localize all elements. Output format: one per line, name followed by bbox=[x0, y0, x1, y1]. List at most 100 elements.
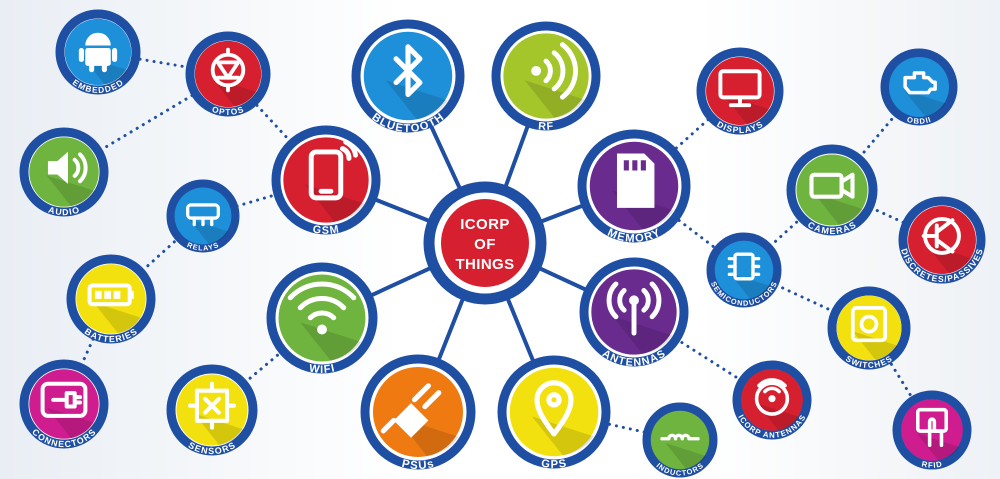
node-inductors[interactable]: INDUCTORS bbox=[642, 402, 718, 478]
node-embedded[interactable]: EMBEDDED bbox=[55, 9, 141, 95]
node-switches[interactable]: SWITCHES bbox=[827, 286, 911, 370]
node-icorp_antennas[interactable]: ICORP ANTENNAS bbox=[732, 360, 812, 440]
node-rf[interactable]: RF bbox=[491, 21, 601, 133]
hub-label-line-2: OF bbox=[474, 236, 496, 253]
optocoupler-icon bbox=[210, 47, 246, 93]
node-semiconductors[interactable]: SEMICONDUCTORS bbox=[706, 232, 782, 308]
node-discretes[interactable]: DISCRETES/PASSIVES bbox=[898, 196, 986, 284]
node-label-text: GPS bbox=[540, 458, 567, 471]
node-fill bbox=[194, 40, 262, 108]
node-label-text: AUDIO bbox=[47, 204, 80, 217]
node-label-text: RELAYS bbox=[186, 240, 220, 253]
node-label-rfid: RFID bbox=[921, 459, 943, 469]
node-audio[interactable]: AUDIO bbox=[19, 127, 109, 217]
power-plug-icon bbox=[380, 383, 442, 438]
node-fill bbox=[278, 274, 366, 362]
node-label-text: OBDII bbox=[906, 115, 932, 126]
wifi-icon bbox=[287, 281, 357, 335]
node-label-audio: AUDIO bbox=[47, 204, 81, 217]
node-label-sensors: SENSORS bbox=[187, 440, 238, 456]
link-memory-to-displays bbox=[632, 89, 742, 188]
transistor-icon bbox=[921, 216, 961, 255]
node-label-text: DISPLAYS bbox=[715, 119, 764, 135]
chip-icon bbox=[727, 252, 761, 281]
nodes-layer: EMBEDDED OPTOS AUDIO GSM RELAYS BATTERIES WIFI… bbox=[19, 9, 986, 478]
node-label-text: OPTOS bbox=[211, 104, 245, 117]
location-pin-icon bbox=[534, 380, 574, 437]
node-shadow bbox=[46, 175, 96, 207]
node-shadow bbox=[188, 218, 229, 244]
node-fill bbox=[29, 369, 99, 439]
switch-icon bbox=[850, 306, 888, 343]
node-shadow bbox=[852, 331, 899, 360]
node-bluetooth[interactable]: BLUETOOTH bbox=[351, 19, 465, 135]
memory-card-icon bbox=[616, 153, 655, 208]
node-fill bbox=[714, 240, 774, 300]
node-label-text: SENSORS bbox=[187, 440, 237, 456]
node-label-text: MEMORY bbox=[605, 227, 662, 245]
node-fill bbox=[76, 264, 146, 334]
hub-label-line-3: THINGS bbox=[455, 256, 514, 273]
node-sensors[interactable]: SENSORS bbox=[166, 364, 258, 456]
monitor-icon bbox=[718, 69, 762, 108]
mobile-phone-icon bbox=[308, 139, 358, 201]
android-icon bbox=[78, 32, 118, 73]
node-gps[interactable]: GPS bbox=[497, 355, 611, 471]
node-label-rf: RF bbox=[538, 120, 554, 133]
node-label-displays: DISPLAYS bbox=[715, 119, 764, 135]
node-memory[interactable]: MEMORY bbox=[577, 129, 691, 245]
antenna-icon bbox=[606, 281, 662, 336]
node-label-text: RF bbox=[538, 120, 554, 133]
node-label-optos: OPTOS bbox=[211, 104, 246, 117]
node-antennas[interactable]: ANTENNAS bbox=[579, 257, 689, 369]
bluetooth-icon bbox=[393, 44, 423, 98]
node-fill bbox=[650, 410, 710, 470]
node-shadow bbox=[665, 442, 707, 469]
node-shadow bbox=[93, 302, 143, 334]
node-label-memory: MEMORY bbox=[605, 227, 662, 245]
node-wifi[interactable]: WIFI bbox=[266, 262, 378, 376]
hub-label-line-1: ICORP bbox=[460, 216, 510, 233]
node-shadow bbox=[304, 184, 365, 222]
node-label-text: PSUs bbox=[401, 458, 435, 472]
video-camera-icon bbox=[809, 172, 855, 199]
node-relays[interactable]: RELAYS bbox=[166, 179, 240, 253]
node-connectors[interactable]: CONNECTORS bbox=[19, 359, 109, 449]
node-shadow bbox=[300, 322, 362, 361]
node-shadow bbox=[723, 94, 771, 125]
node-fill bbox=[174, 187, 232, 245]
node-shadow bbox=[612, 316, 673, 354]
node-fill bbox=[503, 33, 589, 119]
node-displays[interactable]: DISPLAYS bbox=[696, 47, 784, 135]
node-rfid[interactable]: RFID bbox=[892, 390, 972, 470]
node-cameras[interactable]: CAMERAS bbox=[786, 144, 878, 236]
link-connectors-to-batteries bbox=[62, 297, 113, 406]
node-label-text: GSM bbox=[312, 223, 340, 236]
node-label-gps: GPS bbox=[540, 458, 567, 471]
engine-icon bbox=[903, 71, 937, 95]
node-obdii[interactable]: OBDII bbox=[880, 48, 958, 126]
node-batteries[interactable]: BATTERIES bbox=[66, 254, 156, 344]
node-label-wifi: WIFI bbox=[308, 362, 336, 376]
inductor-icon bbox=[660, 433, 700, 441]
hub-fill bbox=[441, 199, 529, 287]
node-psus[interactable]: PSUs bbox=[360, 354, 476, 472]
node-optos[interactable]: OPTOS bbox=[185, 31, 271, 117]
speaker-icon bbox=[47, 151, 88, 184]
node-shadow bbox=[524, 80, 585, 118]
hub-node[interactable]: ICORP OF THINGS bbox=[423, 181, 547, 305]
relay-icon bbox=[186, 203, 220, 227]
node-fill bbox=[796, 154, 868, 226]
node-label-text: RFID bbox=[921, 459, 943, 469]
rfid-touch-icon bbox=[916, 407, 948, 448]
node-fill bbox=[888, 56, 950, 118]
sensor-icon bbox=[188, 381, 236, 430]
node-shadow bbox=[385, 80, 448, 120]
battery-icon bbox=[87, 283, 134, 307]
node-label-gsm: GSM bbox=[312, 223, 341, 236]
node-label-obdii: OBDII bbox=[906, 115, 932, 126]
node-shadow bbox=[916, 433, 960, 461]
node-gsm[interactable]: GSM bbox=[271, 125, 381, 237]
